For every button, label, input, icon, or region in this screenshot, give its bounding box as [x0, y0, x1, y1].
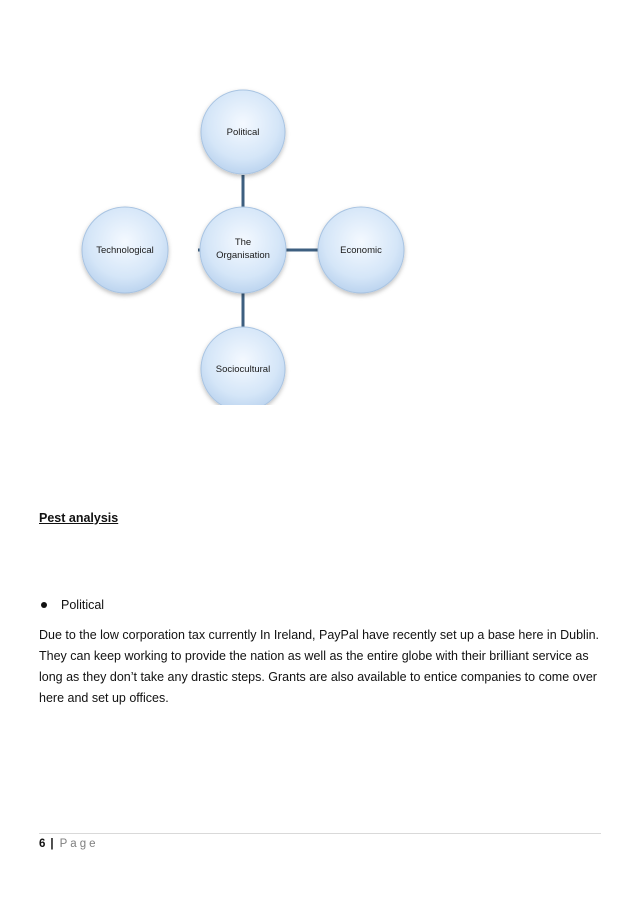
node-sociocultural — [200, 326, 286, 405]
bullet-item-political: Political — [39, 598, 104, 612]
pest-diagram: Political Technological The Organisation… — [75, 85, 420, 405]
label-sociocultural: Sociocultural — [216, 364, 270, 375]
footer-divider — [39, 833, 601, 834]
bullet-text: Political — [61, 598, 105, 612]
node-economic — [317, 206, 405, 294]
label-organisation-line2: Organisation — [216, 250, 270, 261]
page-word: Page — [59, 838, 99, 850]
bullet-dot-icon — [41, 602, 47, 608]
label-organisation-line1: The — [235, 237, 251, 248]
node-technological — [81, 206, 169, 294]
node-organisation — [199, 206, 287, 294]
section-heading: Pest analysis — [39, 511, 119, 525]
page-number: 6 — [39, 838, 46, 850]
footer-separator: | — [50, 838, 54, 850]
label-political: Political — [227, 127, 260, 138]
label-economic: Economic — [340, 245, 382, 256]
pest-diagram-svg: Political Technological The Organisation… — [81, 89, 405, 405]
page-footer: 6 | Page — [39, 838, 98, 850]
body-paragraph: Due to the low corporation tax currently… — [39, 628, 600, 705]
node-political — [200, 89, 286, 175]
label-technological: Technological — [96, 245, 154, 256]
